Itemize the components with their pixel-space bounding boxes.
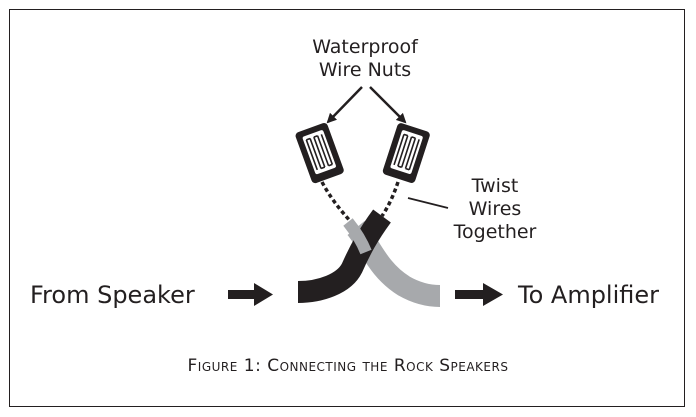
twist-label-line2: Wires <box>468 198 522 220</box>
to-amplifier-label: To Amplifier <box>518 281 660 309</box>
wire-nut-icon <box>382 123 430 183</box>
black-wire <box>297 181 400 303</box>
callout-arrow-left <box>326 86 363 124</box>
arrow-right-icon <box>455 283 503 306</box>
from-speaker-label: From Speaker <box>30 281 195 309</box>
arrow-right-icon <box>228 283 273 306</box>
wire-nut-icon <box>295 123 344 184</box>
twist-wires-label: Twist Wires Together <box>445 175 545 244</box>
twist-label-line1: Twist <box>471 175 519 197</box>
figure-caption: Figure 1: Connecting the Rock Speakers <box>187 356 509 376</box>
wire-nuts-label-line2: Wire Nuts <box>318 59 412 81</box>
wire-nuts-label-line1: Waterproof <box>312 36 418 58</box>
wire-nuts-label: Waterproof Wire Nuts <box>280 36 450 82</box>
twist-callout-line <box>407 197 449 209</box>
figure-frame <box>9 9 685 407</box>
callout-arrow-right <box>369 86 407 124</box>
twist-label-line3: Together <box>453 221 537 243</box>
